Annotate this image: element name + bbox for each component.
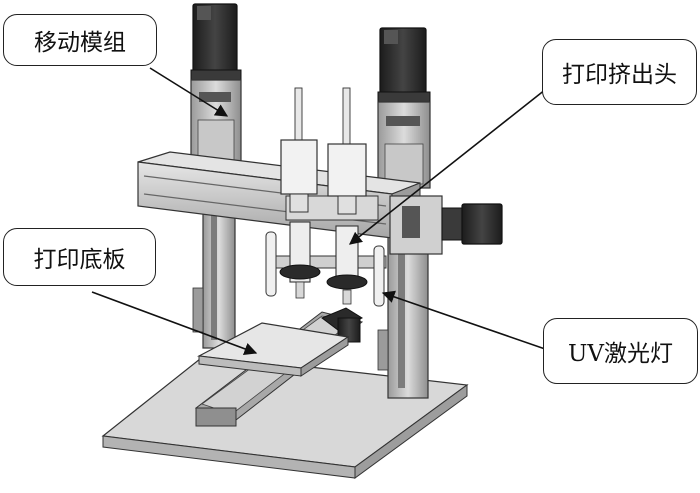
arrow-uv-lamp — [381, 290, 549, 351]
gantry-end-block — [389, 195, 443, 255]
syringe-extruder-2 — [326, 87, 368, 305]
label-print-platform: 打印底板 — [3, 228, 156, 286]
uv-lamp-left — [265, 231, 277, 297]
syringe-extruder-1 — [279, 87, 321, 299]
base-plate — [101, 354, 469, 479]
arrow-print-head — [348, 77, 561, 245]
uv-lamp-right — [373, 245, 385, 307]
label-print-head: 打印挤出头 — [542, 39, 697, 105]
side-motor — [441, 203, 503, 245]
arrow-print-platform — [91, 291, 258, 355]
label-motion-module: 移动模组 — [3, 14, 157, 66]
left-motion-module — [190, 3, 242, 167]
arrow-motion-module — [149, 67, 229, 117]
right-motion-module — [377, 27, 431, 189]
left-column — [192, 197, 236, 349]
print-platform — [197, 322, 350, 377]
label-uv-lamp: UV激光灯 — [543, 318, 698, 384]
